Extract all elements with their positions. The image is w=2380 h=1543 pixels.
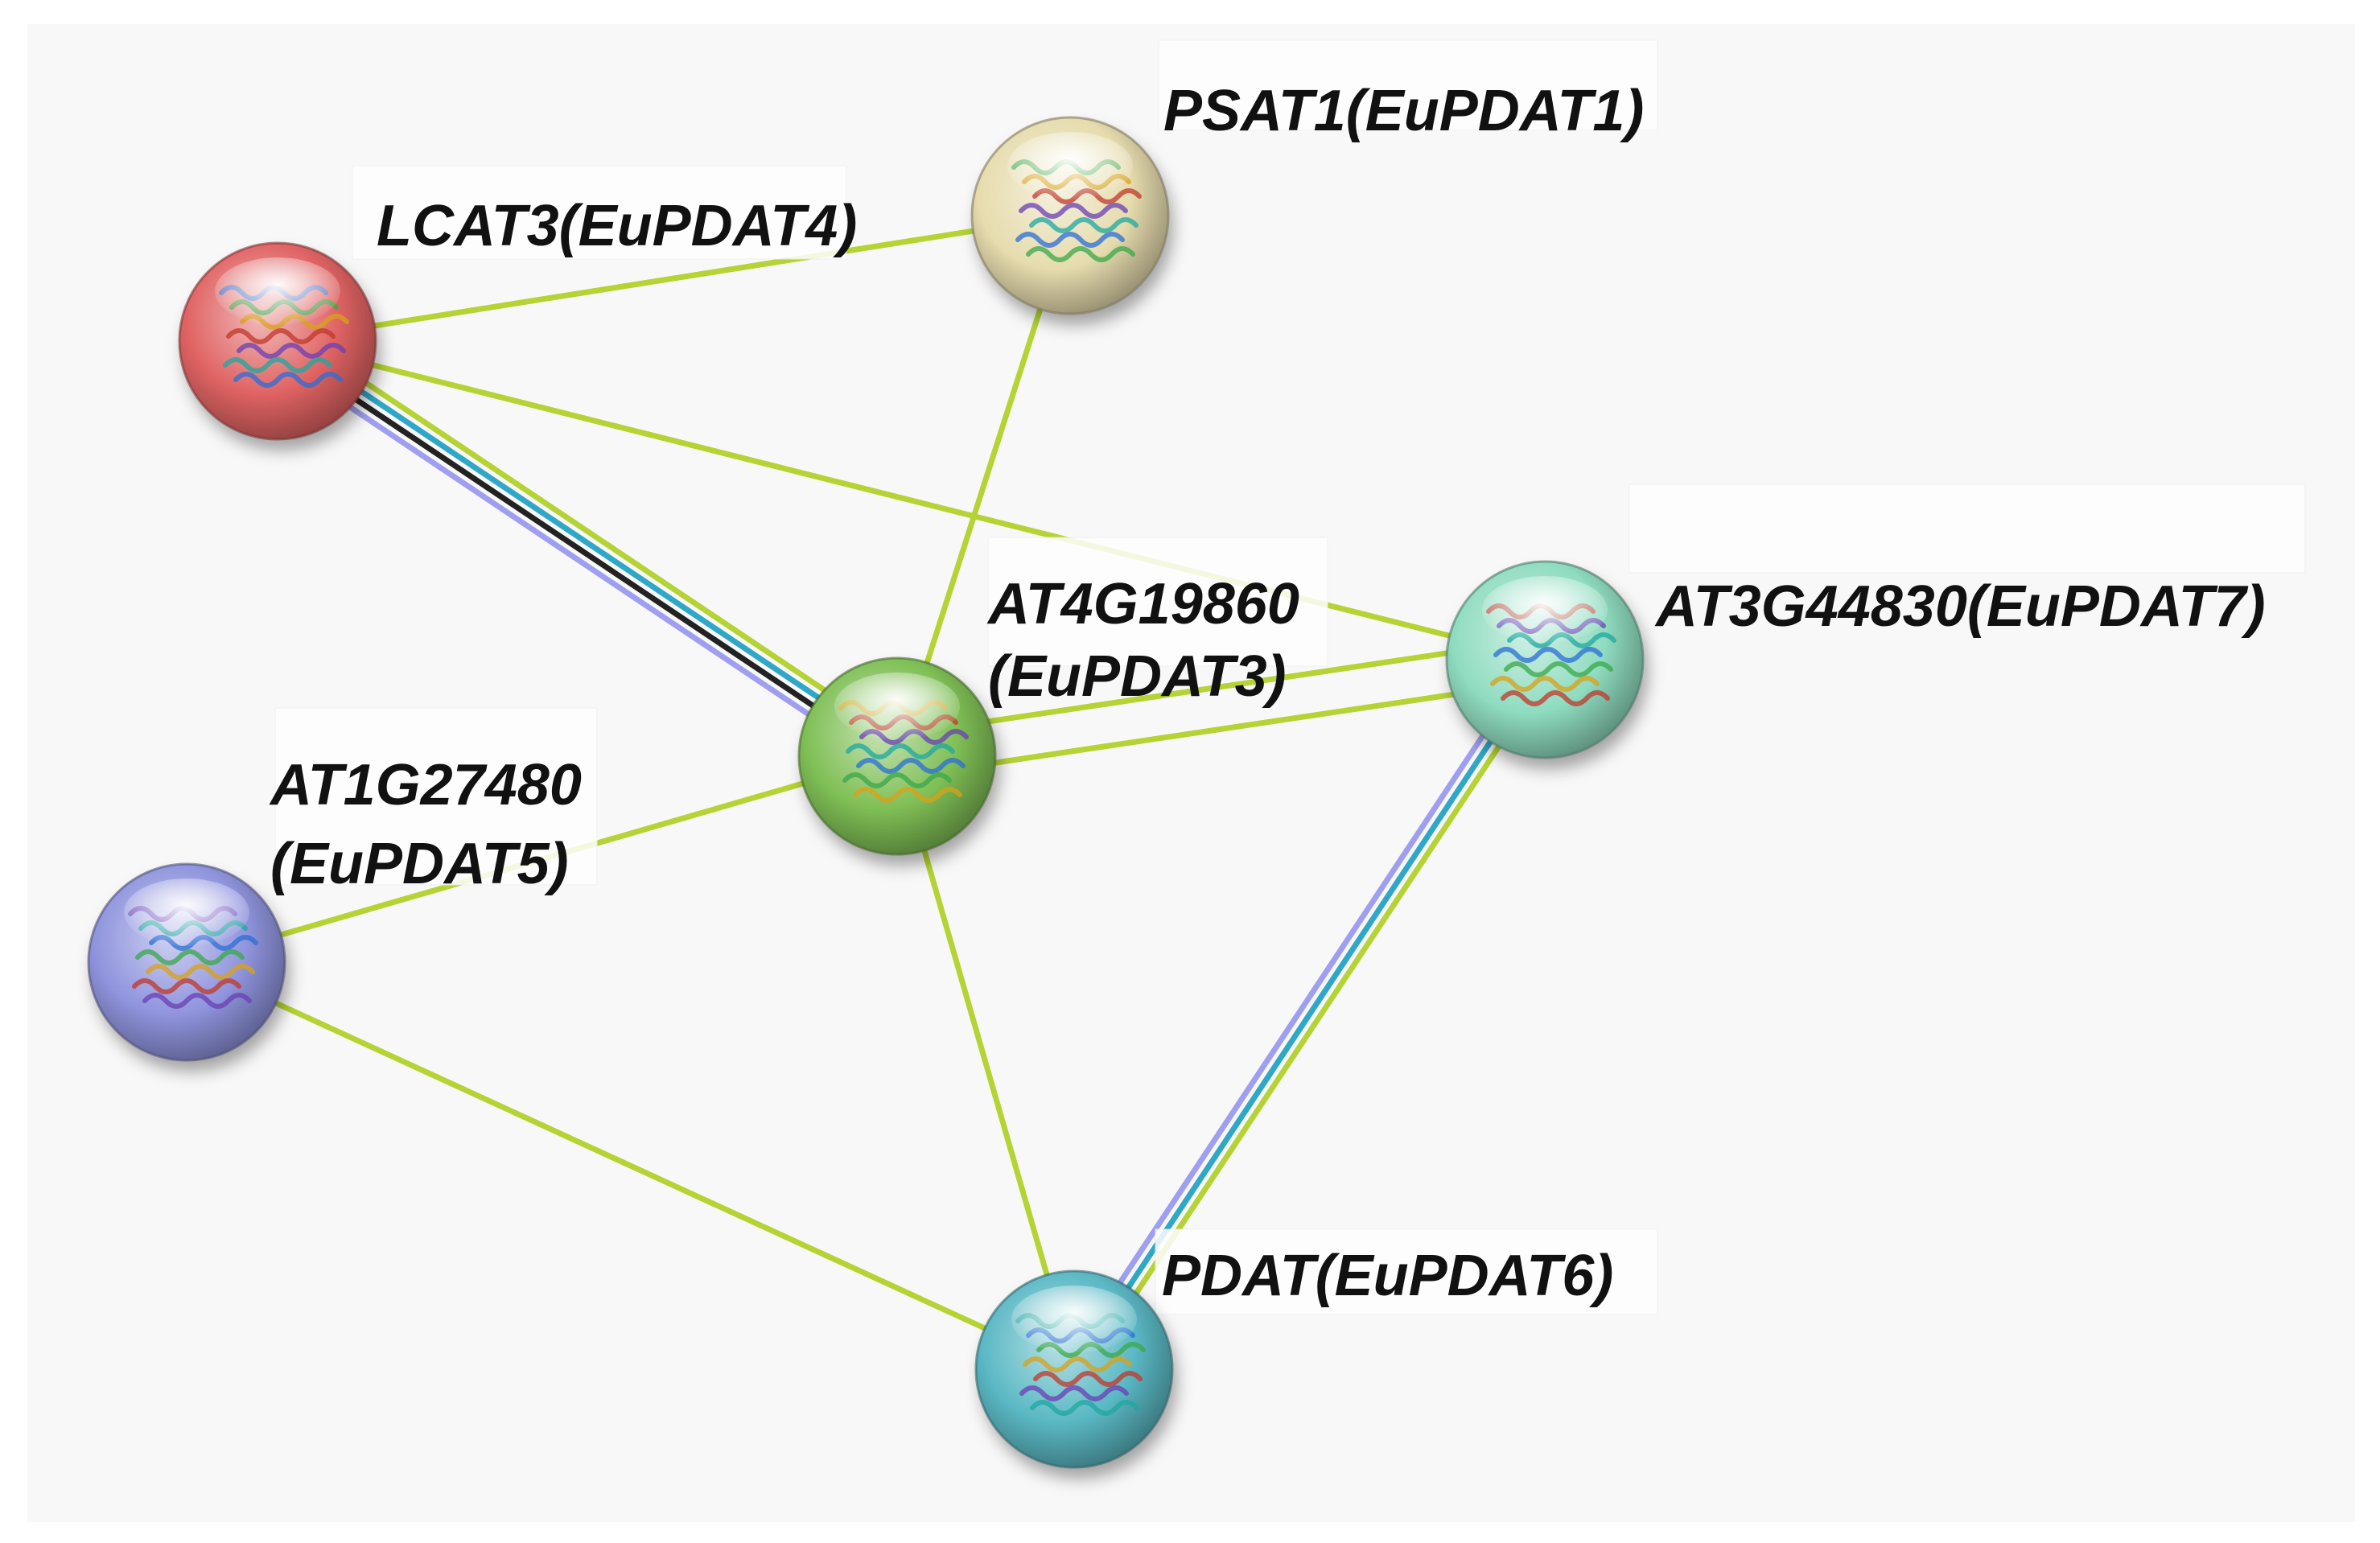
node-label-pdat-text: PDAT(EuPDAT6) xyxy=(1162,1244,1613,1308)
edge-line-textmining xyxy=(897,677,1551,780)
node-label-psat1-text: PSAT1(EuPDAT1) xyxy=(1163,79,1644,143)
node-rim xyxy=(87,862,286,1062)
edge-line-coexpression xyxy=(272,342,898,763)
node-rim xyxy=(178,241,377,441)
node-gloss xyxy=(1482,576,1608,644)
node-gloss xyxy=(124,878,249,946)
node-label-at4g19860: AT4G19860 (EuPDAT3) xyxy=(986,537,1328,709)
node-label-at3g44830-text: AT3G44830(EuPDAT7) xyxy=(1654,574,2266,639)
node-label-at1g27480: AT1G27480 (EuPDAT5) xyxy=(269,707,598,896)
node-at4g19860[interactable] xyxy=(797,656,997,856)
edge-lcat3-at4g19860 xyxy=(266,326,908,772)
node-gloss xyxy=(1007,132,1133,200)
edge-at1g27480-pdat xyxy=(183,959,1077,1372)
node-label-at4g19860-text: AT4G19860 (EuPDAT3) xyxy=(986,572,1316,709)
node-label-pdat: PDAT(EuPDAT6) xyxy=(1155,1228,1658,1315)
node-rim xyxy=(797,656,997,856)
node-rim xyxy=(974,1269,1174,1469)
node-rim xyxy=(1445,560,1645,759)
edge-line-textmining xyxy=(274,212,1073,344)
node-label-at3g44830: AT3G44830(EuPDAT7) xyxy=(1629,483,2306,639)
edge-lcat3-at3g44830 xyxy=(274,338,1548,663)
node-gloss xyxy=(215,257,340,325)
node-label-at1g27480-text: AT1G27480 (EuPDAT5) xyxy=(269,753,598,896)
edge-line-textmining xyxy=(891,636,1545,739)
edge-at4g19860-at3g44830 xyxy=(891,636,1551,780)
node-psat1[interactable] xyxy=(970,116,1170,315)
node-lcat3[interactable] xyxy=(178,241,377,441)
edge-line-textmining xyxy=(274,338,1548,663)
node-label-lcat3-text: LCAT3(EuPDAT4) xyxy=(377,194,857,258)
node-label-psat1: PSAT1(EuPDAT1) xyxy=(1158,39,1658,143)
edge-line-experimental xyxy=(1063,651,1540,1367)
labels-layer: LCAT3(EuPDAT4) PSAT1(EuPDAT1) AT4G19860 … xyxy=(269,39,2306,1315)
edge-line-database xyxy=(277,334,903,755)
nodes-layer xyxy=(87,116,1645,1469)
edge-line-textmining xyxy=(183,959,1077,1372)
edge-line-textmining xyxy=(282,326,908,747)
node-gloss xyxy=(834,673,960,740)
node-pdat[interactable] xyxy=(974,1269,1174,1469)
edge-lcat3-psat1 xyxy=(274,212,1073,344)
node-at1g27480[interactable] xyxy=(87,862,286,1062)
node-at3g44830[interactable] xyxy=(1445,560,1645,759)
edge-at4g19860-pdat xyxy=(894,753,1077,1372)
edge-line-textmining xyxy=(894,753,1077,1372)
edge-line-experimental xyxy=(266,350,892,772)
edge-line-database xyxy=(1071,656,1548,1372)
node-rim xyxy=(970,116,1170,315)
node-label-lcat3: LCAT3(EuPDAT4) xyxy=(352,165,857,260)
node-gloss xyxy=(1011,1286,1137,1353)
